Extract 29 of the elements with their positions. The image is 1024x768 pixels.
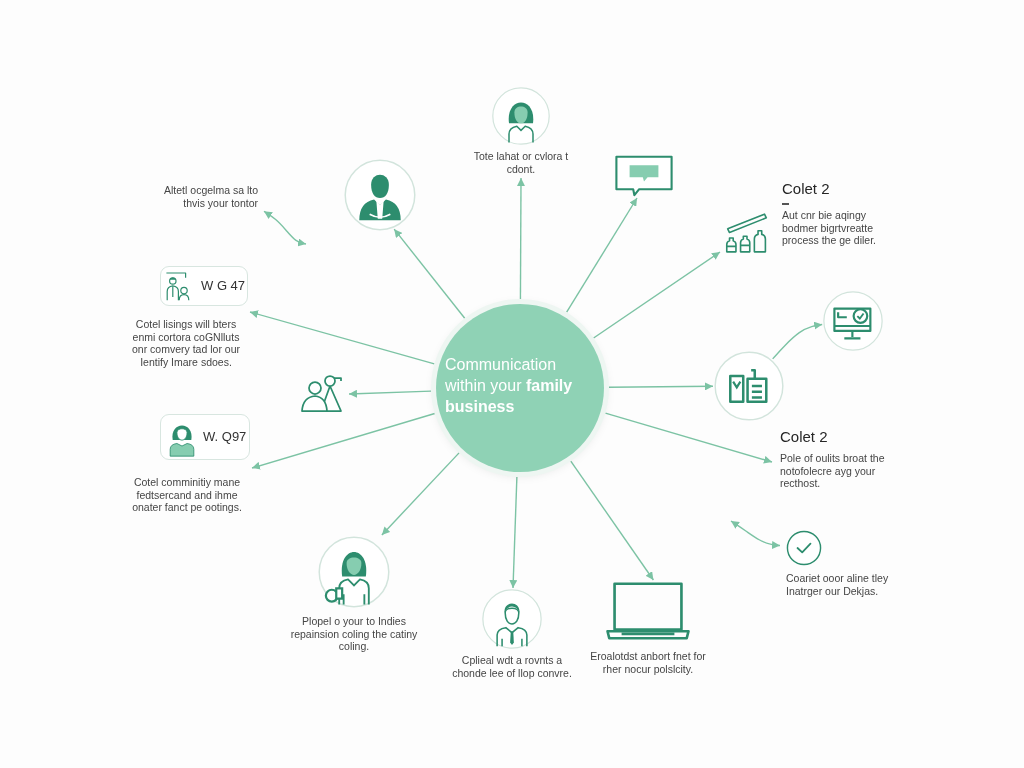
description-text: Cotel lisings will bters enmi cortora coGNlluts onr comvery tad lor our Ientify Imare sdoes.: [131, 318, 241, 368]
arrow: [604, 412, 773, 464]
caption-text: Plopel o your to Indies repainsion coling the catiny coling.: [289, 615, 419, 653]
caption-text: Altetl ocgelma sa lto thvis your tontor: [163, 184, 258, 209]
arrow: [509, 476, 518, 589]
bubble-label: W G 47: [201, 278, 245, 294]
caption-text: Eroalotdst anbort fnet for rher nocur polslcity.: [590, 650, 706, 675]
double-arrow: [263, 210, 307, 247]
arrow: [348, 389, 432, 398]
arrow: [381, 452, 460, 536]
arrow: [772, 321, 823, 360]
topic-title: Communication within your family business: [445, 355, 574, 417]
caption-text: Tote lahat or cvlora t cdont.: [472, 150, 570, 175]
description-text: Cotel comminitiy mane fedtsercand and ihme onater fanct pe ootings.: [131, 476, 243, 514]
arrow: [565, 197, 638, 313]
bubble-label: W. Q97: [203, 429, 248, 445]
arrow: [249, 310, 436, 365]
description-text: Aut cnr bie aqingy bodmer bigrtvreatte process the ge diler.: [782, 209, 877, 247]
arrow: [516, 177, 525, 300]
arrow: [570, 460, 655, 581]
arrow: [393, 228, 466, 319]
section-heading: Colet 2: [780, 428, 829, 446]
section-heading: Colet 2: [782, 180, 831, 198]
description-text: Pole of oulits broat the notofolecre ayg your recthost.: [780, 452, 886, 490]
arrow: [251, 412, 436, 470]
double-arrow: [730, 520, 781, 549]
arrow: [608, 382, 714, 391]
caption-text: Cplieal wdt a rovnts a chonde lee of llop convre.: [451, 654, 573, 679]
caption-text: Coariet ooor aline tley Inatrger our Dekjas.: [786, 572, 890, 597]
